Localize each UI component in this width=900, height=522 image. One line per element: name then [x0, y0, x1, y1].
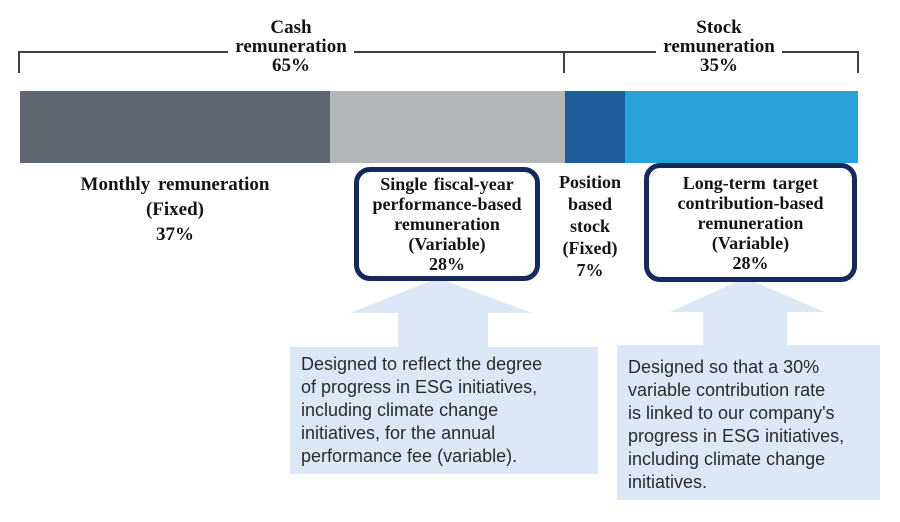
up-arrow-right-icon [670, 278, 825, 346]
long-term-target-label: Long-term target contribution-based remu… [677, 172, 824, 273]
single-fiscal-year-box: Single fiscal-year performance-based rem… [354, 167, 540, 281]
stock-bracket-right-tick [857, 51, 859, 73]
cash-bracket-left-tick [18, 51, 20, 73]
esg-annual-performance-callout: Designed to reflect the degree of progre… [290, 347, 598, 474]
cash-heading-word: remuneration [228, 36, 354, 57]
monthly-remuneration-label: Monthly remuneration (Fixed) 37% [80, 174, 270, 245]
stock-heading-word: remuneration [656, 36, 782, 57]
cash-heading-percent: 65% [272, 55, 310, 76]
cash-remuneration-heading: Cash remuneration 65% [206, 18, 376, 75]
long-term-target-box: Long-term target contribution-based remu… [644, 163, 857, 282]
esg-contribution-rate-callout: Designed so that a 30% variable contribu… [617, 345, 880, 500]
stock-heading-group: Stock [696, 17, 742, 38]
cash-stock-divider-tick [563, 51, 565, 73]
bar-segment-single-fy-variable [330, 91, 565, 163]
position-based-stock-label: Position based stock (Fixed) 7% [558, 172, 621, 280]
stock-heading-word-row: remuneration [634, 36, 804, 57]
bar-segment-long-term-variable [625, 91, 858, 163]
cash-heading-word-row: remuneration [206, 36, 376, 57]
cash-heading-group: Cash [270, 17, 312, 38]
stock-remuneration-heading: Stock remuneration 35% [634, 18, 804, 75]
up-arrow-left-icon [350, 278, 532, 348]
stock-heading-percent: 35% [700, 55, 738, 76]
single-fiscal-year-label: Single fiscal-year performance-based rem… [372, 174, 522, 274]
bar-segment-monthly-fixed [20, 91, 330, 163]
bar-segment-position-based-stock [565, 91, 625, 163]
